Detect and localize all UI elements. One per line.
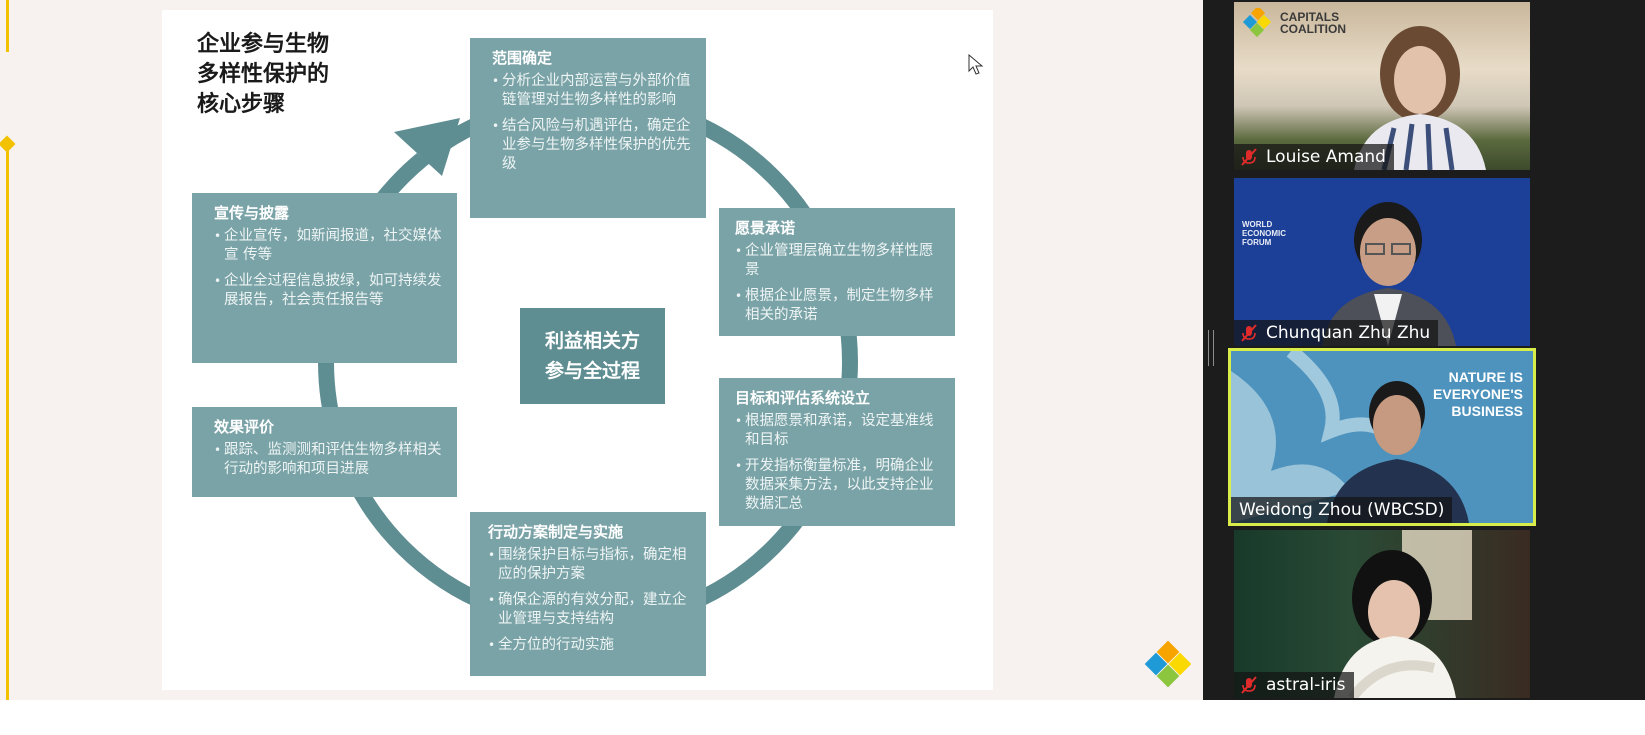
- step-bullet: 企业宣传，如新闻报道，社交媒体宣 传等: [214, 227, 445, 265]
- step-bullet: 结合风险与机遇评估，确定企业参与生物多样性保护的优先级: [492, 117, 694, 174]
- step-title: 宣传与披露: [214, 204, 290, 222]
- app-logo-icon: [1144, 640, 1192, 688]
- step-vision-box: 愿景承诺 企业管理层确立生物多样性愿景 根据企业愿景，制定生物多样相关的承诺: [719, 208, 955, 336]
- video-tile[interactable]: astral-iris: [1234, 530, 1530, 698]
- participant-name: astral-iris: [1266, 675, 1346, 695]
- step-title: 行动方案制定与实施: [488, 523, 624, 541]
- mic-muted-icon: [1241, 324, 1257, 342]
- overlay-text: NATURE IS EVERYONE'S BUSINESS: [1433, 369, 1523, 419]
- participant-name-label: Louise Amand: [1234, 144, 1394, 170]
- step-bullet: 开发指标衡量标准，明确企业数据采集方法，以此支持企业数据汇总: [735, 457, 943, 514]
- rail-segment: [6, 150, 9, 700]
- mouse-cursor-icon: [968, 54, 984, 75]
- step-goals-box: 目标和评估系统设立 根据愿景和承诺，设定基准线和目标 开发指标衡量标准，明确企业…: [719, 378, 955, 526]
- step-bullet: 根据愿景和承诺，设定基准线和目标: [735, 412, 943, 450]
- step-bullet: 跟踪、监测测和评估生物多样相关行动的影响和项目进展: [214, 441, 445, 479]
- participant-name: Weidong Zhou (WBCSD): [1239, 500, 1445, 520]
- participant-name-label: astral-iris: [1234, 672, 1354, 698]
- video-tile[interactable]: WORLD ECONOMIC FORUM Chunquan Zhu Zhu: [1234, 178, 1530, 346]
- step-bullet: 分析企业内部运营与外部价值链管理对生物多样性的影响: [492, 72, 694, 110]
- brand-logo-icon: [1242, 8, 1272, 38]
- brand-overlay: CAPITALS COALITION: [1242, 8, 1346, 38]
- slide-title: 企业参与生物 多样性保护的 核心步骤: [197, 32, 330, 117]
- shared-slide: 企业参与生物 多样性保护的 核心步骤 范围确定 分析企业内部运营与外部价值链管理…: [162, 10, 993, 690]
- mic-muted-icon: [1241, 676, 1257, 694]
- overlay-text: CAPITALS COALITION: [1280, 10, 1346, 36]
- step-publicity-box: 宣传与披露 企业宣传，如新闻报道，社交媒体宣 传等 企业全过程信息披绿，如可持续…: [192, 193, 457, 363]
- participant-video-feed: [1334, 530, 1472, 698]
- stakeholder-center-box: 利益相关方 参与全过程: [520, 308, 665, 404]
- step-bullet: 围绕保护目标与指标，确定相应的保护方案: [488, 546, 694, 584]
- mic-muted-icon: [1241, 148, 1257, 166]
- step-title: 范围确定: [492, 49, 553, 67]
- step-title: 愿景承诺: [735, 219, 796, 237]
- participant-name-label: Weidong Zhou (WBCSD): [1231, 497, 1453, 523]
- step-bullet: 企业管理层确立生物多样性愿景: [735, 242, 943, 280]
- participant-name: Louise Amand: [1266, 147, 1386, 167]
- participant-name: Chunquan Zhu Zhu: [1266, 323, 1431, 343]
- video-tile[interactable]: CAPITALS COALITION Louise Amand: [1234, 2, 1530, 170]
- gallery-resize-handle[interactable]: [1208, 330, 1214, 366]
- step-title: 目标和评估系统设立: [735, 389, 871, 407]
- left-accent-rail: [0, 0, 16, 700]
- step-bullet: 企业全过程信息披绿，如可持续发展报告，社会责任报告等: [214, 272, 445, 310]
- step-title: 效果评价: [214, 418, 275, 436]
- bottom-strip: [0, 700, 1645, 735]
- overlay-text: WORLD ECONOMIC FORUM: [1242, 220, 1286, 247]
- app-logo: [1142, 640, 1194, 696]
- rail-segment: [6, 0, 9, 52]
- cycle-arrowhead: [394, 118, 460, 176]
- step-bullet: 全方位的行动实施: [488, 636, 694, 655]
- step-scope-box: 范围确定 分析企业内部运营与外部价值链管理对生物多样性的影响 结合风险与机遇评估…: [470, 38, 706, 218]
- step-evaluation-box: 效果评价 跟踪、监测测和评估生物多样相关行动的影响和项目进展: [192, 407, 457, 497]
- step-bullet: 确保企源的有效分配，建立企业管理与支持结构: [488, 591, 694, 629]
- video-tile-active-speaker[interactable]: NATURE IS EVERYONE'S BUSINESS Weidong Zh…: [1228, 348, 1536, 526]
- step-action-box: 行动方案制定与实施 围绕保护目标与指标，确定相应的保护方案 确保企源的有效分配，…: [470, 512, 706, 676]
- center-label: 利益相关方 参与全过程: [544, 330, 640, 382]
- step-bullet: 根据企业愿景，制定生物多样相关的承诺: [735, 287, 943, 325]
- participant-name-label: Chunquan Zhu Zhu: [1234, 320, 1439, 346]
